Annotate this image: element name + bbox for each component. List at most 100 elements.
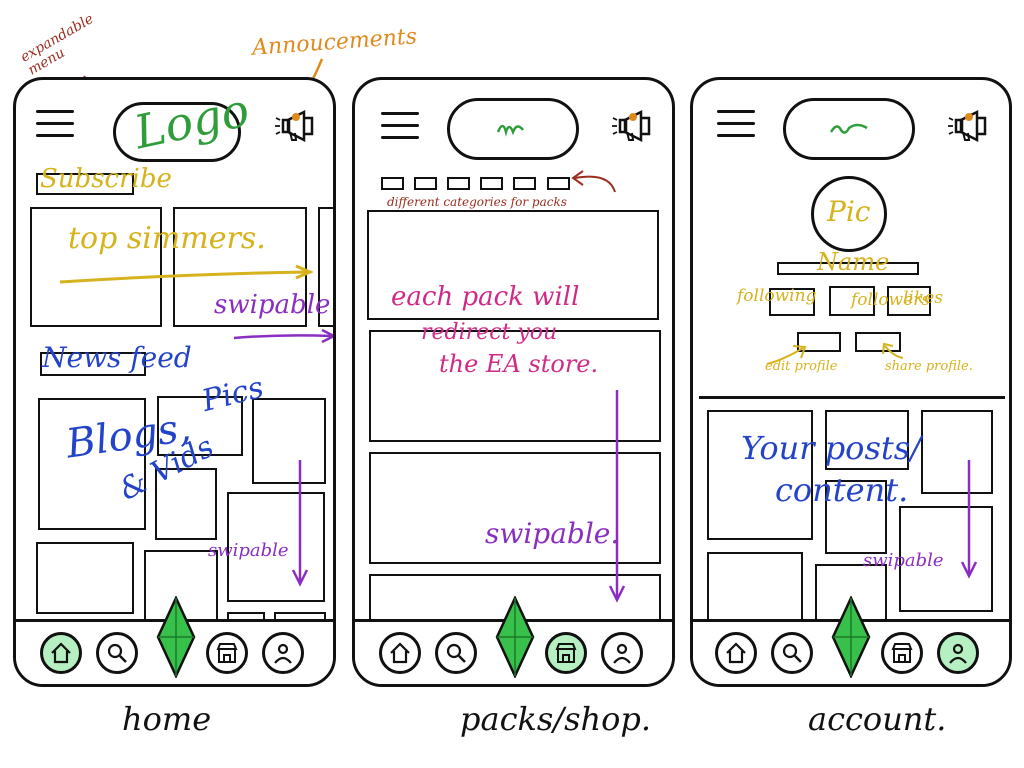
categories-arrow	[571, 170, 616, 193]
pack-card[interactable]	[369, 452, 661, 564]
subscribe-box[interactable]	[36, 173, 134, 195]
expandable-menu-annotation: expandable menu	[17, 10, 97, 79]
profile-name-box	[777, 262, 919, 275]
feed-post[interactable]	[157, 396, 243, 456]
plumbob-icon[interactable]	[831, 596, 871, 678]
profile-divider	[699, 396, 1005, 399]
edit-profile-button[interactable]	[797, 332, 841, 352]
phone-shop: different categories for packs each pack…	[352, 77, 675, 687]
feed-post[interactable]	[38, 398, 146, 530]
nav-home-button[interactable]	[40, 632, 82, 674]
nav-shop-button[interactable]	[545, 632, 587, 674]
phone-account: Pic Name following followers likes edit …	[690, 77, 1012, 687]
megaphone-icon[interactable]	[947, 106, 993, 146]
swipable-arrow	[960, 460, 978, 579]
pack-redirect-note-1: each pack will	[391, 282, 580, 312]
home-icon	[726, 642, 746, 664]
search-icon	[446, 643, 466, 663]
nav-shop-button[interactable]	[881, 632, 923, 674]
share-profile-button[interactable]	[855, 332, 901, 352]
hamburger-menu-button[interactable]	[36, 110, 76, 140]
nav-account-button[interactable]	[937, 632, 979, 674]
top-simmer-card[interactable]	[173, 207, 307, 327]
likes-box[interactable]	[887, 286, 931, 316]
category-tab[interactable]	[447, 177, 470, 190]
account-icon	[274, 643, 292, 664]
top-simmer-card[interactable]	[30, 207, 162, 327]
search-icon	[107, 643, 127, 663]
edit-profile-label: edit profile	[765, 359, 838, 374]
pack-card[interactable]	[367, 210, 659, 320]
screen-caption-account: account.	[808, 700, 947, 738]
plumbob-icon[interactable]	[156, 596, 196, 678]
feed-post[interactable]	[252, 398, 326, 484]
nav-account-button[interactable]	[601, 632, 643, 674]
account-post[interactable]	[707, 552, 803, 628]
followers-label: followers	[851, 290, 931, 310]
nav-shop-button[interactable]	[206, 632, 248, 674]
feed-post[interactable]	[155, 468, 217, 540]
search-icon	[782, 643, 802, 663]
shop-icon	[555, 643, 577, 663]
phone-home: Logo Subscribe top simmers. swipable New…	[13, 77, 336, 687]
category-tab[interactable]	[513, 177, 536, 190]
swipable-label: swipable	[863, 550, 944, 571]
shop-icon	[216, 643, 238, 663]
category-tab[interactable]	[480, 177, 503, 190]
edit-profile-arrow	[766, 345, 807, 365]
logo-squiggle	[496, 124, 524, 137]
category-tab[interactable]	[381, 177, 404, 190]
hamburger-menu-button[interactable]	[381, 112, 421, 142]
following-label: following	[737, 286, 817, 306]
share-profile-arrow	[882, 342, 904, 359]
followers-box[interactable]	[829, 286, 875, 316]
plumbob-icon[interactable]	[495, 596, 535, 678]
your-posts-label: Your posts/	[741, 429, 921, 467]
nav-search-button[interactable]	[435, 632, 477, 674]
swipable-label-top: swipable	[214, 290, 331, 320]
account-post[interactable]	[921, 410, 993, 494]
feed-post[interactable]	[36, 542, 134, 614]
profile-name: Name	[817, 248, 890, 276]
home-icon	[51, 642, 71, 664]
hamburger-menu-button[interactable]	[717, 110, 757, 140]
logo-pill	[447, 98, 579, 160]
nav-account-button[interactable]	[262, 632, 304, 674]
category-tab[interactable]	[547, 177, 570, 190]
megaphone-icon[interactable]	[274, 106, 320, 146]
subscribe-label: Subscribe	[40, 164, 172, 194]
profile-pic[interactable]	[811, 176, 887, 252]
top-simmers-swipe-arrow	[59, 264, 314, 284]
logo-pill	[113, 102, 241, 162]
category-tab[interactable]	[414, 177, 437, 190]
screen-caption-shop: packs/shop.	[460, 700, 652, 738]
announcements-annotation: Annoucements	[251, 24, 418, 61]
top-simmer-card[interactable]	[318, 207, 333, 327]
pack-redirect-note-3: the EA store.	[439, 350, 599, 378]
news-feed-label: News feed	[42, 341, 192, 374]
account-post[interactable]	[825, 480, 887, 554]
your-content-label: content.	[775, 471, 909, 509]
nav-search-button[interactable]	[96, 632, 138, 674]
nav-search-button[interactable]	[771, 632, 813, 674]
nav-home-button[interactable]	[379, 632, 421, 674]
pack-card[interactable]	[369, 330, 661, 442]
following-box[interactable]	[769, 288, 815, 316]
account-post[interactable]	[825, 410, 909, 470]
feed-post[interactable]	[227, 492, 325, 602]
logo-squiggle	[829, 123, 868, 134]
swipable-arrow	[608, 390, 626, 603]
likes-label: likes	[903, 288, 943, 308]
account-post[interactable]	[899, 506, 993, 612]
home-icon	[390, 642, 410, 664]
news-feed-label-box	[40, 352, 146, 376]
account-post[interactable]	[707, 410, 813, 540]
screen-caption-home: home	[122, 700, 212, 738]
profile-pic-label: Pic	[827, 195, 871, 228]
top-simmers-label: top simmers.	[68, 221, 266, 256]
account-icon	[613, 643, 631, 664]
swipable-arrow-top	[233, 328, 333, 344]
megaphone-icon[interactable]	[611, 106, 657, 146]
account-icon	[949, 643, 967, 664]
nav-home-button[interactable]	[715, 632, 757, 674]
